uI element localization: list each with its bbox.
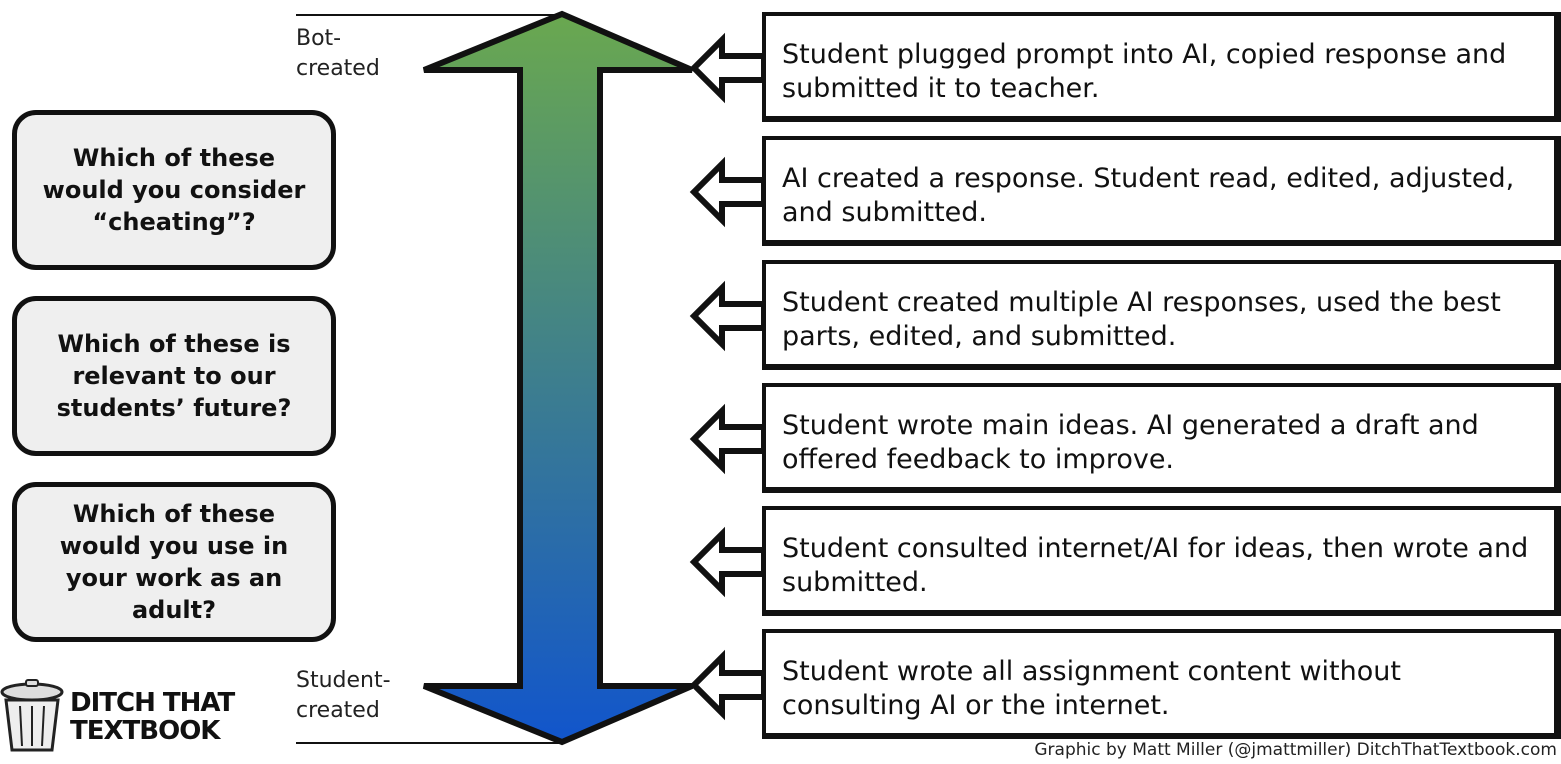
statement-text: Student wrote all assignment content wit… [782,656,1401,721]
logo-line-2: TEXTBOOK [70,716,220,746]
statement-2: AI created a response. Student read, edi… [762,136,1561,246]
pointer-arrow-icon [689,156,767,228]
pointer-arrow-icon [689,280,767,352]
statement-text: Student consulted internet/AI for ideas,… [782,533,1529,598]
question-text: Which of these would you use in your wor… [59,500,289,624]
statement-5: Student consulted internet/AI for ideas,… [762,506,1561,616]
pointer-arrow-icon [689,403,767,475]
statement-3: Student created multiple AI responses, u… [762,260,1561,370]
statement-text: Student created multiple AI responses, u… [782,287,1501,352]
bot-created-label: Bot- created [296,26,380,81]
statement-4: Student wrote main ideas. AI generated a… [762,383,1561,493]
graphic-credit: Graphic by Matt Miller (@jmattmiller) Di… [1034,740,1557,760]
statement-6: Student wrote all assignment content wit… [762,629,1561,739]
top-rule [296,14,561,16]
double-arrow-shape [422,10,694,746]
question-text: Which of these would you consider “cheat… [42,144,306,236]
question-adult-work: Which of these would you use in your wor… [12,482,336,642]
student-created-label: Student- created [296,668,391,723]
bottom-rule [296,742,561,744]
pointer-arrow-icon [689,32,767,104]
statement-text: Student plugged prompt into AI, copied r… [782,39,1507,104]
question-relevant: Which of these is relevant to our studen… [12,296,336,456]
statement-1: Student plugged prompt into AI, copied r… [762,12,1561,122]
statement-text: AI created a response. Student read, edi… [782,163,1515,228]
pointer-arrow-icon [689,526,767,598]
question-text: Which of these is relevant to our studen… [56,330,292,422]
statement-text: Student wrote main ideas. AI generated a… [782,410,1479,475]
question-cheating: Which of these would you consider “cheat… [12,110,336,270]
logo-line-1: DITCH THAT [70,688,235,718]
ditch-that-textbook-logo: DITCH THAT TEXTBOOK [0,678,235,752]
trash-can-icon [0,679,64,752]
pointer-arrow-icon [689,649,767,721]
